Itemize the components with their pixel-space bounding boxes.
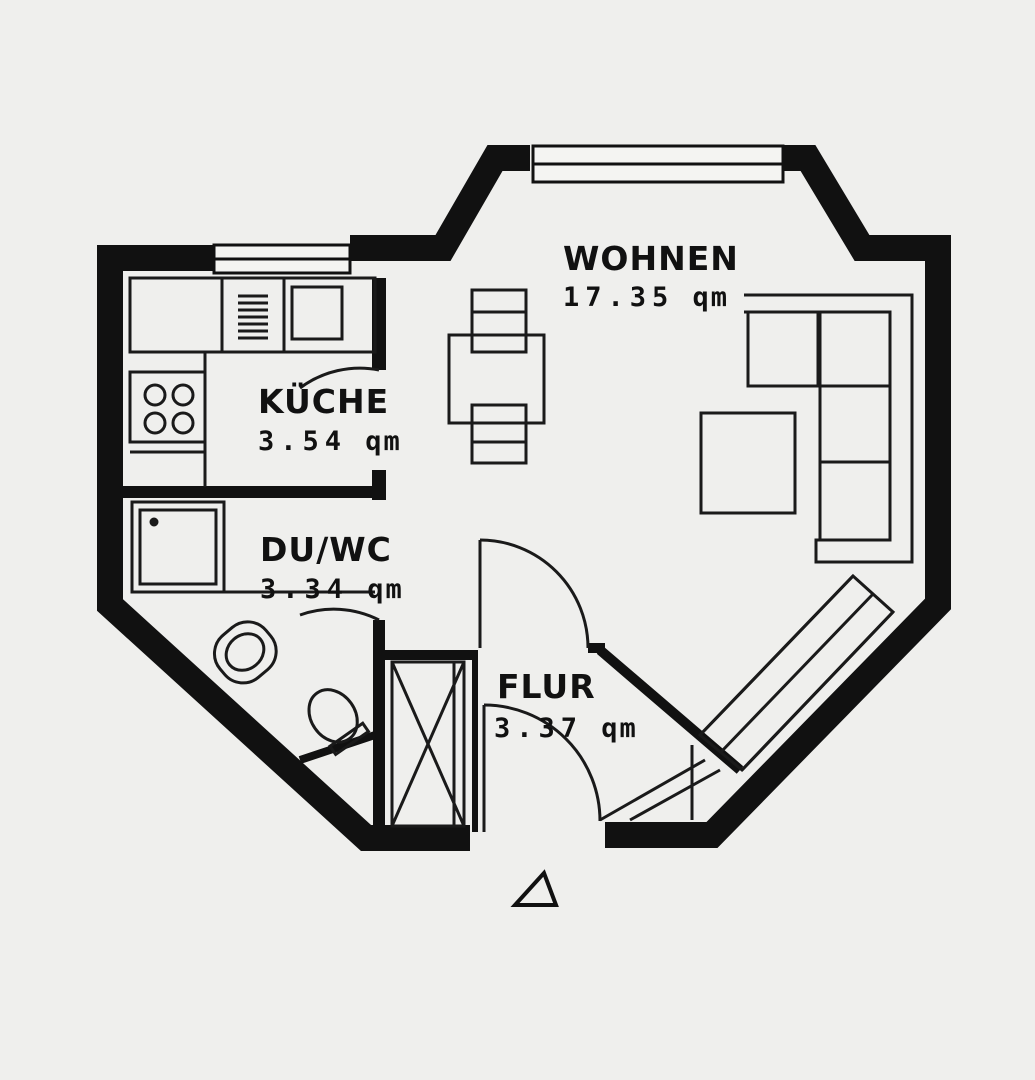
entrance-door-icon — [482, 703, 602, 832]
room-label-flur: FLUR 3.37 qm — [494, 667, 638, 744]
exterior-walls — [97, 145, 951, 851]
coffee-table — [699, 411, 797, 515]
room-unit: qm — [367, 574, 404, 605]
windows — [212, 144, 785, 275]
bathroom-door-icon — [299, 607, 380, 622]
toilet-icon — [307, 688, 371, 757]
room-name: DU/WC — [260, 530, 392, 569]
shower-tray — [130, 500, 226, 594]
sink-vent-icon — [238, 294, 268, 340]
living-door-icon — [478, 538, 590, 649]
dining-table — [447, 333, 546, 425]
wardrobe-living — [599, 573, 896, 822]
kitchen-fixtures — [128, 276, 377, 487]
living-furniture — [447, 288, 914, 822]
room-unit: qm — [692, 282, 730, 313]
bathroom-fixtures — [130, 500, 375, 757]
kitchen-door-icon — [299, 366, 380, 390]
room-unit: qm — [365, 426, 402, 457]
stove-icon — [143, 383, 195, 435]
room-area: 3.34 — [260, 574, 350, 605]
room-area: 3.54 — [258, 426, 348, 457]
room-unit: qm — [601, 713, 638, 744]
room-name: FLUR — [497, 667, 596, 706]
washbasin-icon — [212, 620, 278, 685]
doors — [299, 366, 602, 832]
room-name: WOHNEN — [563, 239, 739, 278]
chair-bottom — [470, 403, 528, 465]
wardrobe — [390, 660, 466, 828]
room-label-wohnen: WOHNEN 17.35 qm — [563, 242, 739, 311]
room-label-kueche: KÜCHE 3.54 qm — [258, 385, 402, 455]
room-area: 3.37 — [494, 713, 584, 744]
sofa — [744, 293, 914, 564]
room-label-duwc: DU/WC 3.34 qm — [260, 533, 404, 603]
room-name: KÜCHE — [258, 382, 390, 421]
chair-top — [470, 288, 528, 354]
room-area: 17.35 — [563, 282, 675, 313]
triangle-icon — [510, 869, 559, 907]
